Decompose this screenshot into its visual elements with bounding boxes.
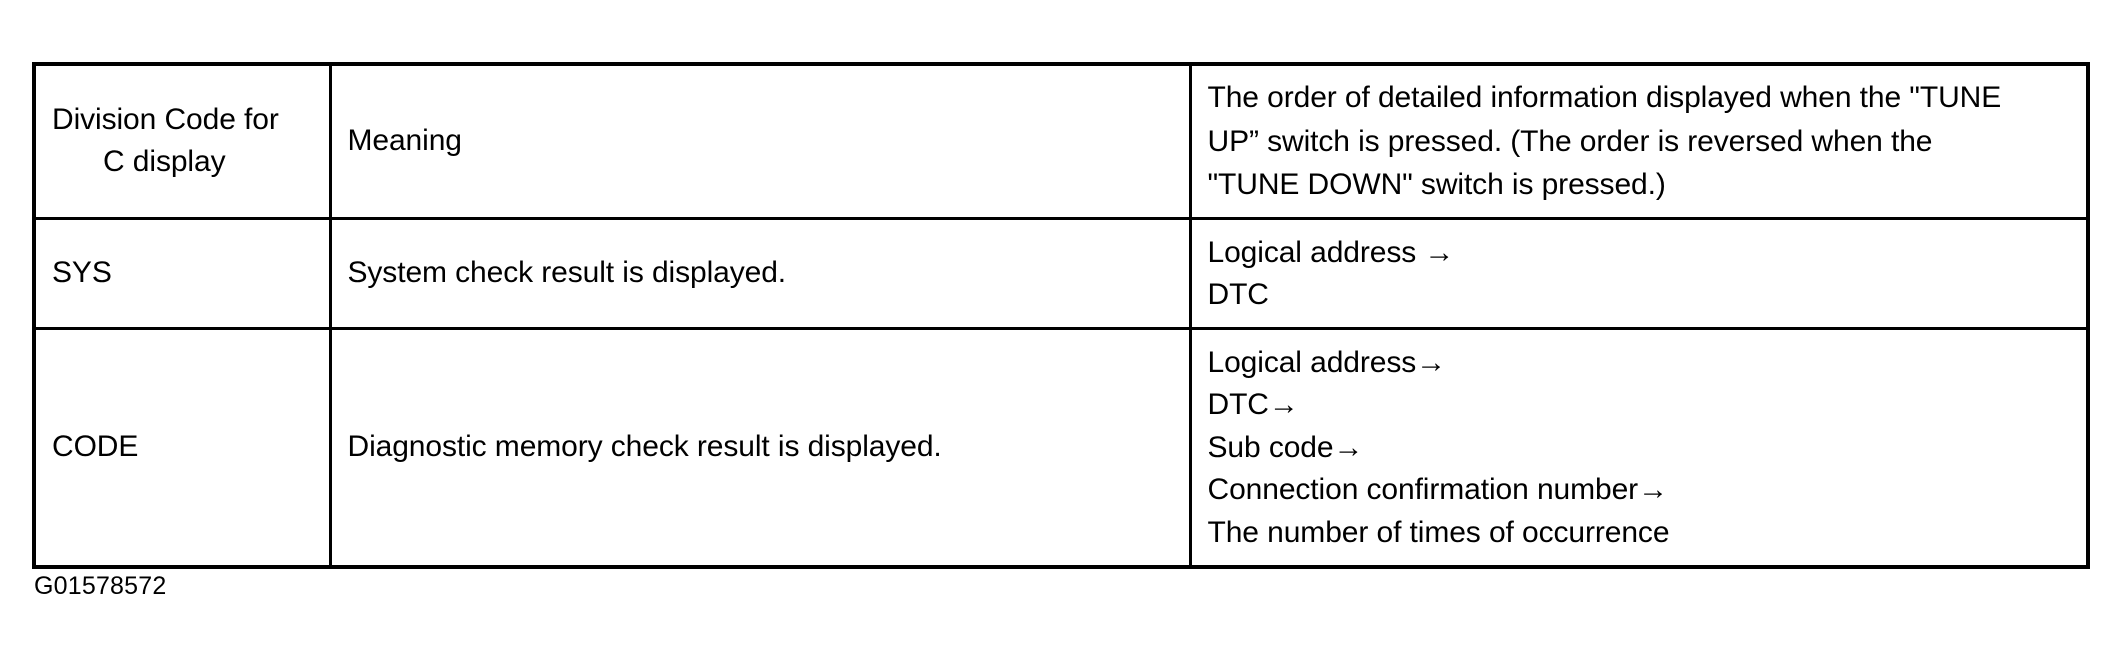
order-step: DTC→ [1207,388,1299,422]
cell-order-sys: Logical address → DTC [1188,216,2090,330]
cell-meaning-code: Diagnostic memory check result is displa… [328,326,1192,569]
order-step: Logical address → [1207,235,1455,269]
order-step: Logical address→ [1207,345,1447,379]
header-cell-division-code: Division Code for C display [32,62,332,220]
header-order-line3: "TUNE DOWN" switch is pressed.) [1207,168,1666,201]
table-row: SYS System check result is displayed. Lo… [32,216,2090,330]
header-division-code-line1: Division Code for [52,102,279,136]
header-order-line2: UP” switch is pressed. (The order is rev… [1207,124,1933,158]
header-division-code-line2: C display [103,145,226,179]
meaning-value: Diagnostic memory check result is displa… [347,430,942,464]
header-order-line1: The order of detailed information displa… [1207,81,2002,114]
table-header-row: Division Code for C display Meaning The … [32,62,2090,220]
meaning-value: System check result is displayed. [347,256,787,290]
order-step: Sub code→ [1207,430,1364,464]
cell-meaning-sys: System check result is displayed. [328,216,1192,330]
header-cell-meaning: Meaning [328,62,1192,220]
order-step: The number of times of occurrence [1207,516,1670,550]
header-meaning-label: Meaning [347,124,462,158]
division-code-table: Division Code for C display Meaning The … [32,62,2090,569]
cell-order-code: Logical address→ DTC→ Sub code→ Connecti… [1188,326,2090,569]
header-cell-order: The order of detailed information displa… [1188,62,2090,220]
cell-division-code-code: CODE [32,326,332,569]
order-step: DTC [1207,278,1269,312]
order-step: Connection confirmation number→ [1207,473,1669,507]
division-code-value: CODE [52,430,139,464]
figure-caption: G01578572 [34,572,167,600]
cell-division-code-sys: SYS [32,216,332,330]
table-row: CODE Diagnostic memory check result is d… [32,326,2090,569]
division-code-value: SYS [52,256,112,290]
